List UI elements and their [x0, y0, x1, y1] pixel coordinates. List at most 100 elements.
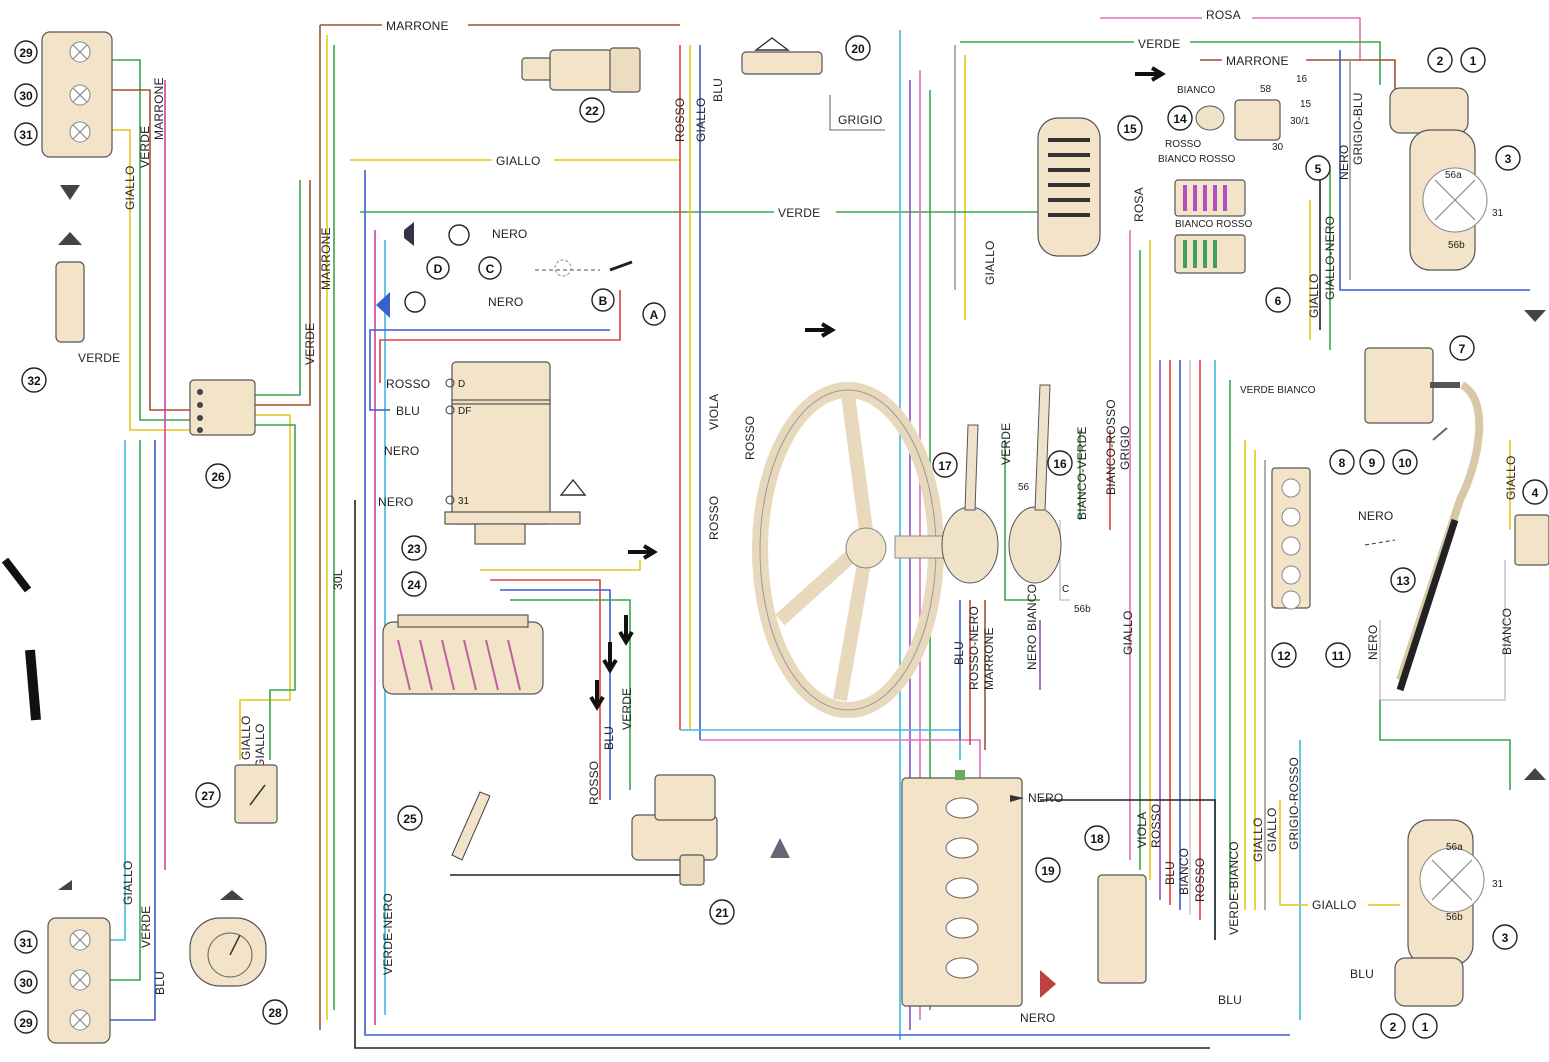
component-9: 9: [1369, 456, 1376, 470]
terminal-56b: 56b: [1446, 912, 1463, 923]
steering-wheel: [752, 382, 946, 718]
wire-label-verde: VERDE: [1138, 37, 1180, 51]
ignition-coil-21: 21: [631, 774, 790, 925]
wire-label-nero: NERO: [488, 295, 523, 309]
sender-28: 28: [189, 890, 288, 1025]
svg-text:29: 29: [19, 1016, 33, 1030]
wire-label-verde: VERDE: [303, 323, 317, 365]
component-32: 32: [27, 374, 41, 388]
wire-label-bianco-rosso: BIANCO ROSSO: [1175, 219, 1252, 230]
wire-label-rosso-nero: ROSSO-NERO: [967, 606, 981, 690]
wire-label-grigio-blu: GRIGIO-BLU: [1351, 92, 1365, 165]
component-28: 28: [268, 1006, 282, 1020]
wire-label-verde: VERDE: [778, 206, 820, 220]
wire-label-verde: VERDE: [999, 423, 1013, 465]
component-7: 7: [1459, 342, 1466, 356]
terminal-30: 30: [1272, 142, 1284, 153]
wire-label-bianco: BIANCO: [1177, 848, 1191, 895]
svg-text:31: 31: [19, 936, 33, 950]
horn-button-c: C: [448, 224, 502, 280]
wire-label-marrone: MARRONE: [319, 227, 333, 290]
regulator-23: D DF 31 23: [401, 361, 587, 561]
wire-label-bianco-verde: BIANCO-VERDE: [1075, 426, 1089, 520]
side-repeater-32: 32: [21, 261, 85, 393]
wire-label-marrone: MARRONE: [386, 19, 449, 33]
wire-label-giallo: GIALLO: [496, 154, 541, 168]
wire-label-giallo-nero: GIALLO-NERO: [1323, 216, 1337, 300]
component-18: 18: [1090, 832, 1104, 846]
terminal-56b: 56b: [1448, 240, 1465, 251]
switch-13: 13: [1364, 539, 1416, 593]
wire-label-giallo: GIALLO: [1251, 817, 1265, 862]
terminal-d: D: [458, 379, 465, 390]
svg-text:30: 30: [19, 89, 33, 103]
component-19: 19: [1041, 864, 1055, 878]
wire-label-verde: VERDE: [139, 906, 153, 948]
component-30: 30: [14, 83, 38, 107]
terminal-30-1: 30/1: [1290, 116, 1310, 127]
terminal-15: 15: [1300, 99, 1312, 110]
component-29-bottom: 29: [14, 1010, 38, 1034]
svg-text:1: 1: [1470, 54, 1477, 68]
column-switch-17: 17: [932, 424, 999, 584]
instrument-panel-12: 8 9 10 12 11: [1271, 449, 1418, 668]
wire-label-grigio-rosso: GRIGIO-ROSSO: [1287, 757, 1301, 850]
terminal-56b: 56b: [1074, 604, 1091, 615]
wire-label-giallo: GIALLO: [694, 97, 708, 142]
lamp-20: 20: [741, 35, 871, 75]
column-switch-16: 56 C 56b 16: [1008, 384, 1091, 615]
wire-label-rosso: ROSSO: [1165, 139, 1201, 150]
lamp-cluster-top-left: [41, 31, 113, 245]
wire-label-nero-bianco: NERO BIANCO: [1025, 584, 1039, 670]
wire-label-bianco-rosso: BIANCO ROSSO: [1158, 154, 1235, 165]
svg-text:3: 3: [1505, 152, 1512, 166]
component-25: 25: [403, 812, 417, 826]
component-26: 26: [211, 470, 225, 484]
wire-label-rosso: ROSSO: [587, 761, 601, 805]
wire-label-rosso: ROSSO: [743, 416, 757, 460]
component-31: 31: [14, 122, 38, 146]
svg-text:A: A: [650, 308, 659, 322]
wire-label-viola: VIOLA: [1135, 812, 1149, 848]
wire-label-nero: NERO: [1028, 791, 1063, 805]
wire-label-blu: BLU: [1163, 861, 1177, 885]
component-14: 14: [1173, 112, 1187, 126]
component-10: 10: [1398, 456, 1412, 470]
terminal-df: DF: [458, 406, 471, 417]
horn-switch-a: A: [609, 260, 666, 326]
wire-label-nero: NERO: [378, 495, 413, 509]
wire-label-bianco: BIANCO: [1500, 608, 1514, 655]
svg-text:30: 30: [19, 976, 33, 990]
component-29: 29: [14, 40, 38, 64]
wire-label-rosso: ROSSO: [707, 496, 721, 540]
terminal-31: 31: [458, 496, 470, 507]
wire-label-nero: NERO: [1366, 625, 1380, 660]
generator-24: 24: [382, 571, 544, 695]
wire-label-blu: BLU: [711, 78, 725, 102]
relay-14: 14 58 16 15 30/1 30: [1167, 74, 1312, 153]
wire-label-blu: BLU: [396, 404, 420, 418]
component-16: 16: [1053, 457, 1067, 471]
wire-label-blu: BLU: [153, 971, 167, 995]
ignition-switch-15: 15: [1037, 115, 1143, 257]
wire-label-nero: NERO: [1358, 509, 1393, 523]
wire-label-blu: BLU: [602, 726, 616, 750]
component-15: 15: [1123, 122, 1137, 136]
wire-label-giallo: GIALLO: [123, 165, 137, 210]
wire-label-marrone: MARRONE: [152, 77, 166, 140]
component-21: 21: [715, 906, 729, 920]
component-22: 22: [585, 104, 599, 118]
wire-label-rosa: ROSA: [1132, 187, 1146, 222]
wire-label-blu: BLU: [1350, 967, 1374, 981]
wire-labels: MARRONE ROSA VERDE MARRONE GIALLO VERDE …: [78, 6, 1518, 1025]
wire-label-giallo: GIALLO: [121, 860, 135, 905]
wire-label-nero: NERO: [492, 227, 527, 241]
component-31-bottom: 31: [14, 930, 38, 954]
component-12: 12: [1277, 649, 1291, 663]
wire-label-verde-bianco: VERDE BIANCO: [1240, 385, 1316, 396]
svg-text:29: 29: [19, 46, 33, 60]
wire-label-rosso: ROSSO: [1149, 804, 1163, 848]
wire-label-giallo: GIALLO: [1504, 455, 1518, 500]
wire-label-nero: NERO: [384, 444, 419, 458]
